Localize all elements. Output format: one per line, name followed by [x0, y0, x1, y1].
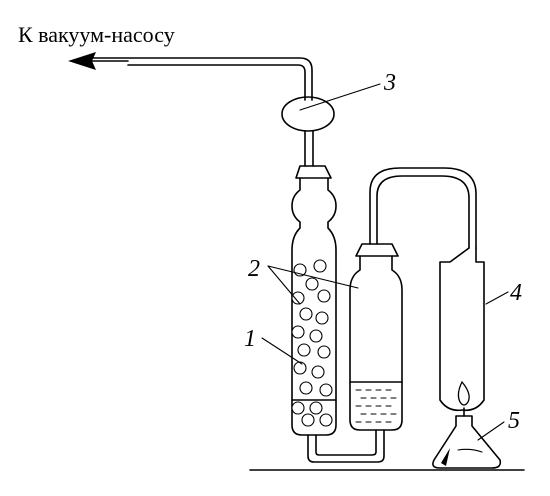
- arc-tube: [369, 167, 477, 249]
- leader-2a: [267, 265, 301, 305]
- burner-5: [432, 380, 502, 469]
- flame: [457, 380, 470, 406]
- glass-bead: [299, 307, 313, 321]
- glass-bead: [309, 329, 323, 343]
- glass-bead: [319, 383, 333, 397]
- leader-4: [485, 291, 509, 305]
- bottom-connector-tube: [307, 429, 385, 463]
- glass-bead: [291, 291, 305, 305]
- label-2: 2: [248, 256, 260, 282]
- washing-bottle: [349, 243, 403, 431]
- glass-bead: [299, 381, 313, 395]
- glass-bead: [313, 259, 327, 273]
- glass-bead: [311, 365, 325, 379]
- bulb-3: [281, 96, 335, 167]
- glass-bead: [293, 361, 307, 375]
- absorption-column: [291, 177, 337, 436]
- label-3: 3: [383, 70, 396, 96]
- glass-bead: [315, 311, 329, 325]
- glass-bead: [291, 325, 305, 339]
- vacuum-pump-caption: К вакуум-насосу: [18, 22, 175, 47]
- leader-1: [261, 337, 303, 365]
- glass-bead: [305, 277, 319, 291]
- label-4: 4: [510, 280, 522, 306]
- column-stopper: [295, 165, 332, 179]
- burner-shadow: [441, 448, 450, 466]
- arrow-head: [68, 52, 96, 70]
- leader-2b: [267, 265, 359, 289]
- glass-beads: [291, 259, 333, 427]
- label-1: 1: [244, 326, 256, 352]
- glass-bead: [317, 345, 331, 359]
- leader-5: [477, 421, 505, 441]
- leader-3: [299, 83, 381, 111]
- glass-bead: [309, 401, 323, 415]
- outlet-tube: [68, 52, 313, 101]
- leader-lines: [261, 83, 509, 441]
- glass-bead: [301, 413, 315, 427]
- glass-bead: [317, 289, 331, 303]
- reaction-tube-4: [439, 247, 485, 412]
- label-5: 5: [508, 408, 520, 434]
- glass-bead: [319, 413, 333, 427]
- glass-bead: [297, 343, 311, 357]
- liquid-surface: [355, 389, 397, 423]
- glass-bead: [291, 401, 305, 415]
